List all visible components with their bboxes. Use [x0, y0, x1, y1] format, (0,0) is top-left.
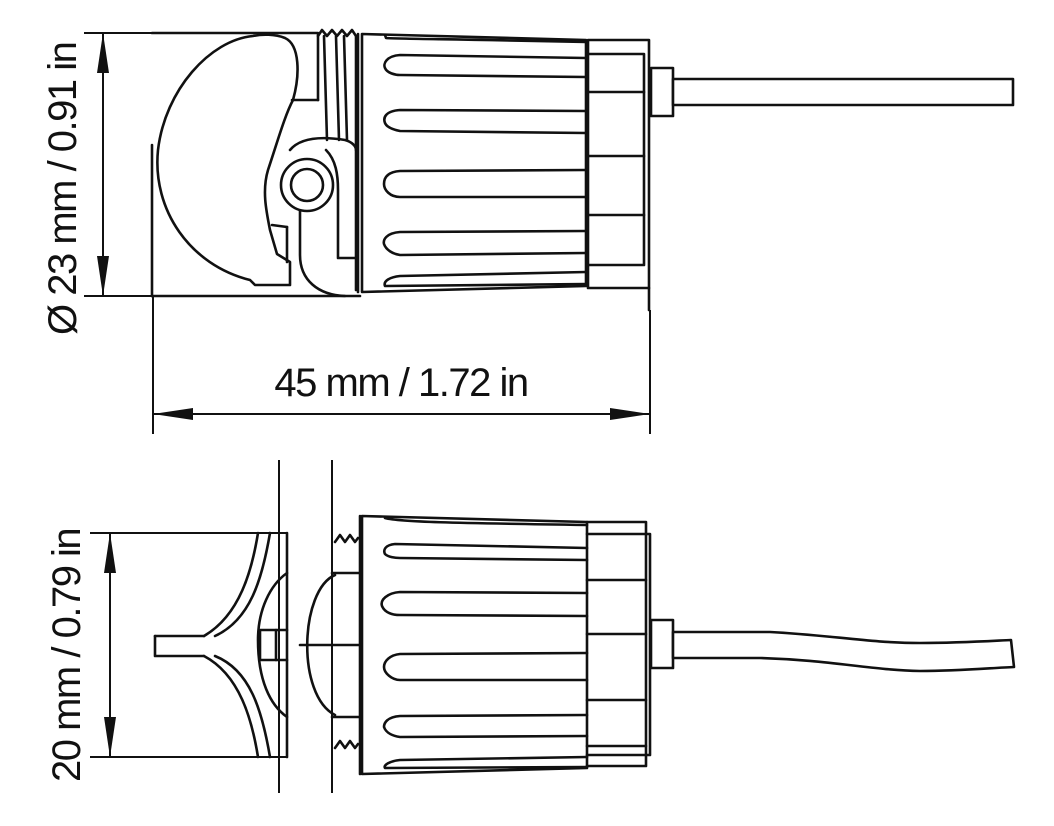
rear-housing-bottom	[585, 520, 652, 768]
arrow-right-icon	[610, 408, 650, 420]
length-dimension: 45 mm / 1.72 in	[152, 296, 651, 434]
cable-gland-top	[649, 66, 675, 118]
cable-bottom	[671, 630, 1016, 673]
height-label: 20 mm / 0.79 in	[45, 529, 89, 782]
arrow-down-icon	[97, 256, 109, 296]
fluted-nut-top	[356, 32, 588, 294]
top-view: Ø 23 mm / 0.91 in	[41, 28, 1015, 434]
arrow-left-icon	[153, 408, 193, 420]
fluted-nut-bottom	[358, 514, 589, 776]
diameter-label: Ø 23 mm / 0.91 in	[41, 43, 85, 335]
diameter-dimension: Ø 23 mm / 0.91 in	[41, 32, 360, 335]
pivot-pin-icon	[289, 167, 325, 203]
rear-housing-top	[586, 38, 651, 312]
latch-lever	[156, 33, 299, 287]
dome-seal	[298, 533, 362, 750]
cable-top	[671, 77, 1015, 107]
arrow-down-icon	[104, 717, 116, 757]
arrow-up-icon	[97, 33, 109, 73]
pivot-outer	[279, 157, 335, 213]
arrow-up-icon	[104, 533, 116, 573]
bottom-view: 20 mm / 0.79 in	[45, 460, 1016, 793]
height-dimension: 20 mm / 0.79 in	[45, 529, 287, 782]
cable-gland-bottom	[649, 618, 675, 670]
length-label: 45 mm / 1.72 in	[274, 361, 527, 405]
plug-body-bottom	[153, 531, 289, 759]
